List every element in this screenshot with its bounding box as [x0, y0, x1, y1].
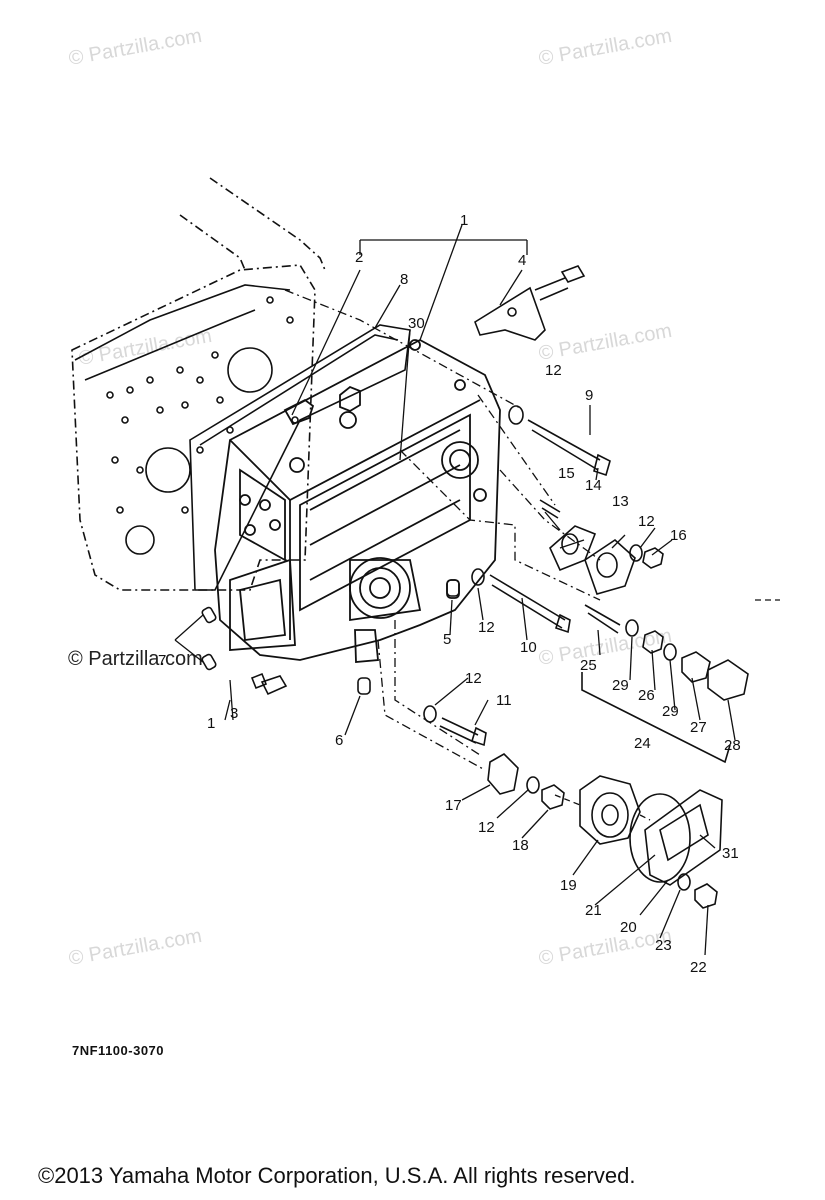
part-label: 8 — [400, 271, 408, 288]
watermark: © Partzilla.com — [67, 25, 204, 70]
part-label: 6 — [335, 732, 343, 749]
part-label: 4 — [518, 252, 526, 269]
part-label: 5 — [443, 631, 451, 648]
part-label: 21 — [585, 902, 602, 919]
left-small-parts — [201, 579, 460, 696]
part-label: 7 — [158, 652, 166, 669]
part-label: 1 — [460, 212, 468, 229]
engine-block — [71, 177, 326, 591]
part-label: 3 — [230, 705, 238, 722]
part-label: 26 — [638, 687, 655, 704]
part-label: 24 — [634, 735, 651, 752]
part-label: 2 — [355, 249, 363, 266]
part-labels: 1 2 4 8 30 12 9 15 14 13 12 16 5 12 10 2… — [158, 212, 741, 976]
watermark: © Partzilla.com — [537, 925, 674, 970]
watermark: © Partzilla.com — [537, 320, 674, 365]
part-label: 1 — [207, 715, 215, 732]
part-label: 13 — [612, 493, 629, 510]
watermark: © Partzilla.com — [537, 25, 674, 70]
part-label: 12 — [545, 362, 562, 379]
part-label: 23 — [655, 937, 672, 954]
part-label: 20 — [620, 919, 637, 936]
part-label: 29 — [662, 703, 679, 720]
part-label: 30 — [408, 315, 425, 332]
part-label: 22 — [690, 959, 707, 976]
part-label: 12 — [478, 619, 495, 636]
part-label: 28 — [724, 737, 741, 754]
part-label: 25 — [580, 657, 597, 674]
leader-lines — [174, 224, 780, 956]
diagram-code: 7NF1100-3070 — [72, 1043, 165, 1058]
part-label: 9 — [585, 387, 593, 404]
watermark: © Partzilla.com — [68, 648, 203, 670]
part-label: 15 — [558, 465, 575, 482]
part-label: 12 — [478, 819, 495, 836]
part-label: 12 — [638, 513, 655, 530]
part-label: 29 — [612, 677, 629, 694]
watermark: © Partzilla.com — [67, 925, 204, 970]
part-label: 18 — [512, 837, 529, 854]
part-label: 11 — [496, 692, 512, 709]
part-label: 14 — [585, 477, 602, 494]
part-label: 10 — [520, 639, 537, 656]
part-label: 16 — [670, 527, 687, 544]
part-label: 12 — [465, 670, 482, 687]
part-label: 31 — [722, 845, 739, 862]
copyright-notice: ©2013 Yamaha Motor Corporation, U.S.A. A… — [38, 1163, 636, 1188]
part-label: 27 — [690, 719, 707, 736]
part-label: 19 — [560, 877, 577, 894]
right-parts — [423, 405, 749, 909]
gasket — [189, 324, 411, 591]
bracket — [474, 265, 586, 341]
cover-housing — [214, 338, 501, 663]
part-label: 17 — [445, 797, 462, 814]
